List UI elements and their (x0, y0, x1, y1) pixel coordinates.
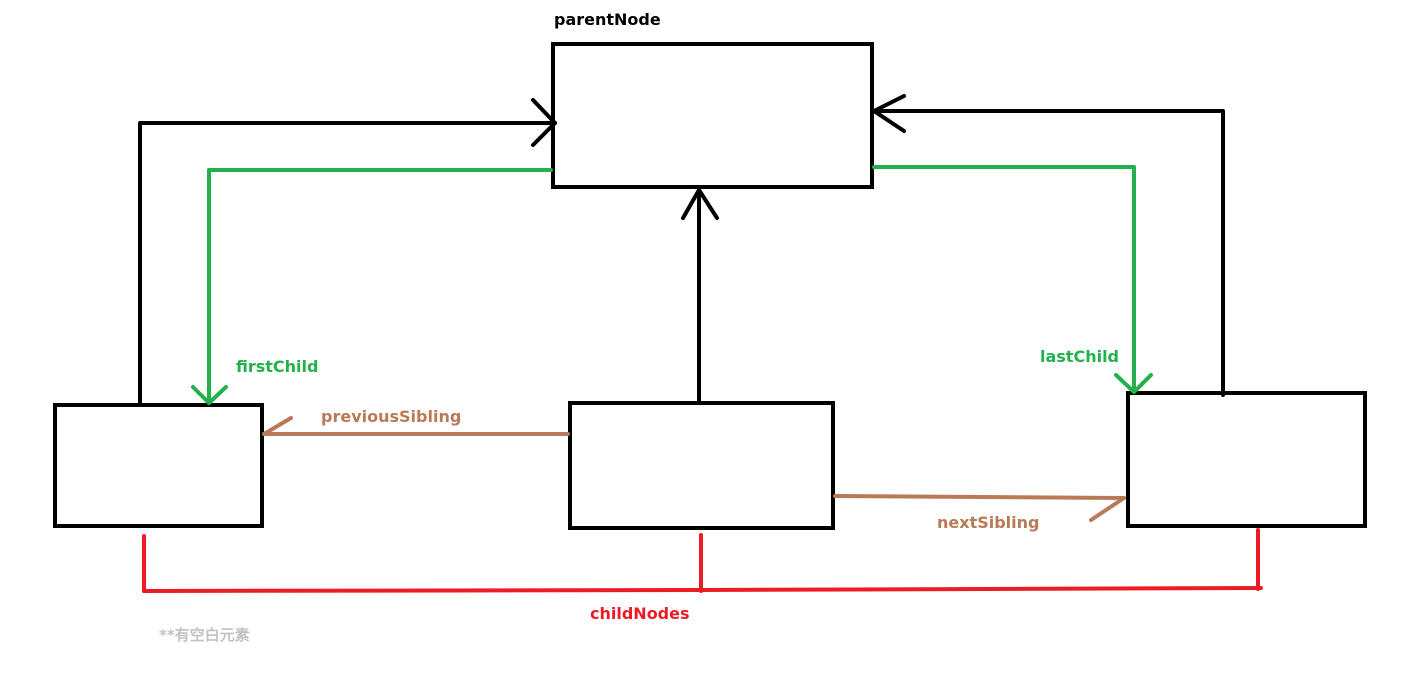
parent-link-right (872, 94, 1225, 397)
parent-link-middle (681, 188, 719, 403)
middle-child-box (568, 401, 835, 530)
first-child-label: firstChild (236, 357, 318, 376)
next-sibling-link (833, 494, 1126, 522)
whitespace-note: **有空白元素 (159, 626, 250, 644)
parent-link-left-arrowhead (531, 98, 557, 147)
last-child-box (1126, 391, 1367, 528)
parent-link-left (138, 98, 557, 405)
previous-sibling-label: previousSibling (321, 407, 461, 426)
child-nodes-label: childNodes (590, 604, 690, 623)
parent-node-box (551, 42, 874, 189)
parent-link-right-arrowhead (872, 94, 906, 133)
next-sibling-label: nextSibling (937, 513, 1039, 532)
first-child-arrowhead (191, 385, 228, 405)
previous-sibling-arrowhead (262, 416, 293, 436)
last-child-arrowhead (1114, 373, 1153, 394)
first-child-link (191, 168, 553, 405)
child-nodes-bracket (142, 528, 1263, 593)
first-child-box (53, 403, 264, 528)
last-child-link (872, 165, 1153, 394)
last-child-label: lastChild (1040, 347, 1119, 366)
parent-link-middle-arrowhead (681, 188, 719, 220)
parent-node-label: parentNode (554, 10, 661, 29)
previous-sibling-link (262, 416, 570, 436)
next-sibling-arrowhead (1089, 496, 1126, 522)
